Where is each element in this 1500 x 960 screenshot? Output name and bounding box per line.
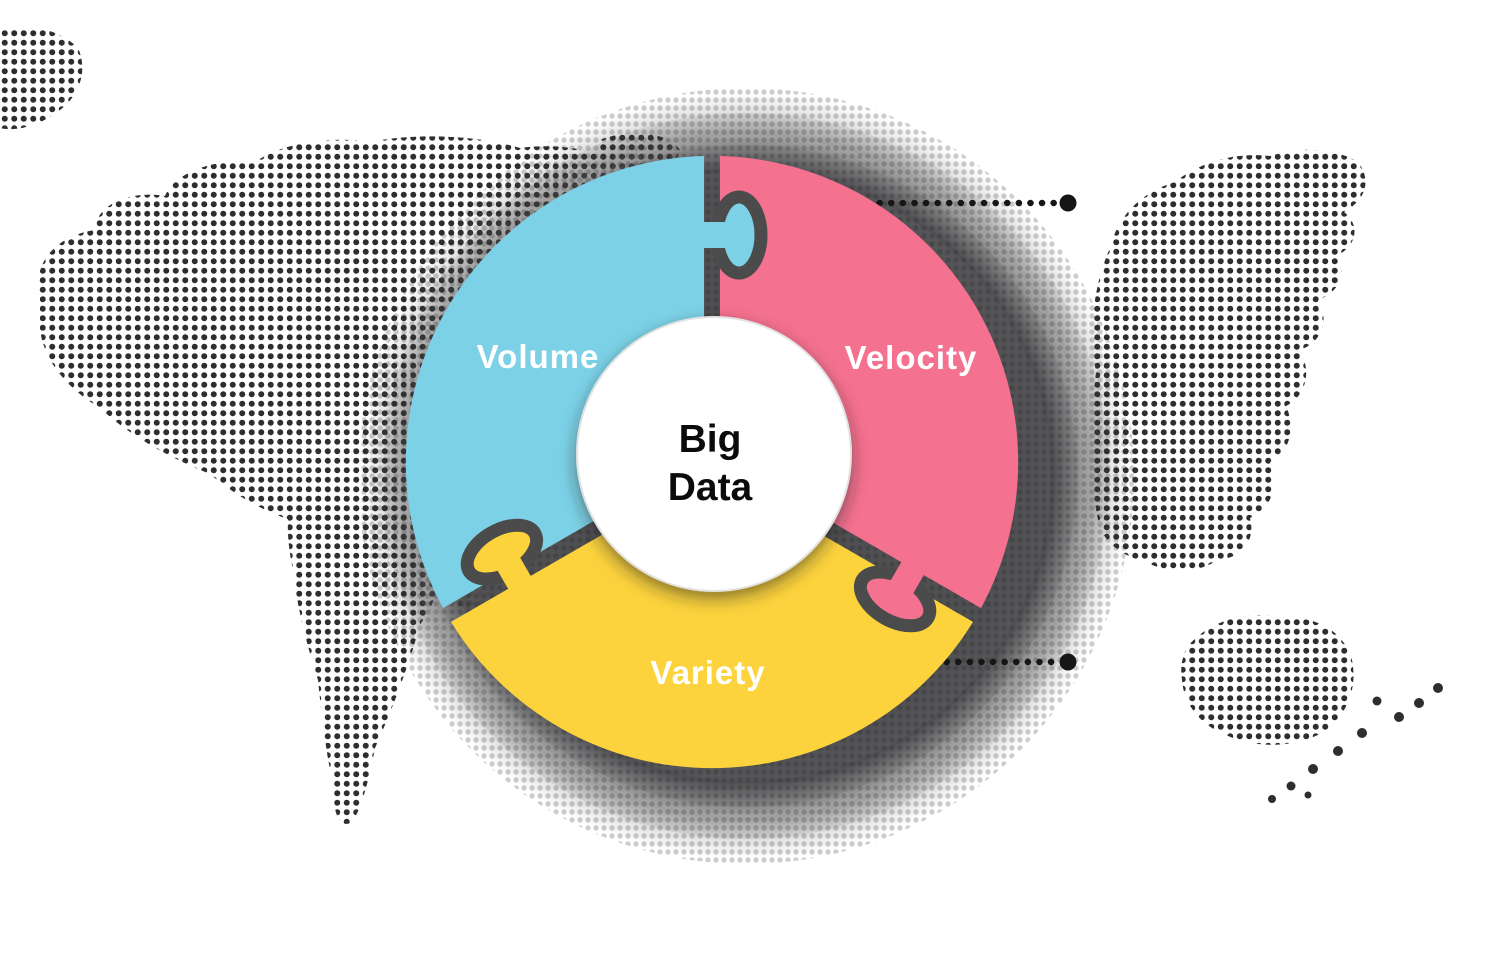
knob-stem-velocity xyxy=(883,552,930,606)
label-volume: Volume xyxy=(477,338,600,375)
puzzle-piece-variety xyxy=(451,508,973,769)
leader-endpoint-velocity xyxy=(1059,194,1077,212)
continent-eurafrica xyxy=(1091,149,1366,571)
center-circle xyxy=(576,316,852,592)
landmass-southeast xyxy=(1181,615,1354,745)
label-velocity: Velocity xyxy=(845,339,978,376)
landmass-top-left xyxy=(0,26,83,130)
halo-ring-step-2 xyxy=(383,113,1109,839)
center-title-line2: Data xyxy=(668,466,753,509)
label-variety: Variety xyxy=(650,654,765,691)
leader-endpoint-variety xyxy=(1059,653,1077,671)
knob-stem-variety xyxy=(490,545,537,599)
center-title-line1: Big xyxy=(679,418,742,461)
leader-lines xyxy=(864,194,1077,671)
island-dots xyxy=(1268,683,1443,803)
knob-stem-volume xyxy=(693,222,739,248)
